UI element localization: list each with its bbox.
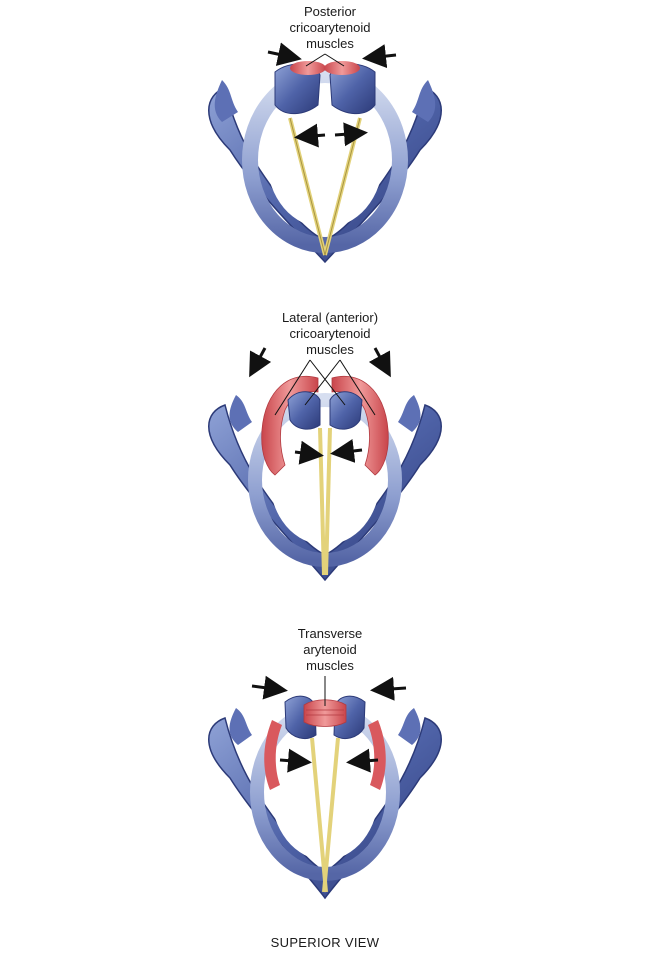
larynx-illustration-1 (208, 42, 442, 264)
label-line: muscles (306, 342, 354, 357)
arrow-icon (368, 347, 391, 378)
label-line: Lateral (anterior) (281, 310, 379, 325)
label-line: cricoarytenoid (289, 326, 371, 341)
panel-transverse-arytenoid: Transverse arytenoid muscles (0, 610, 650, 930)
muscle-strip-right (368, 720, 386, 790)
vocal-cord-right (324, 427, 332, 576)
arrow-icon (249, 347, 272, 378)
label-line: muscles (306, 658, 354, 673)
label-line: Transverse (297, 626, 363, 641)
posterior-cricoarytenoid-muscle-left (290, 61, 326, 75)
figure-caption: SUPERIOR VIEW (270, 935, 380, 950)
thyroid-horn-left (229, 708, 252, 745)
panel-lateral-cricoarytenoid: Lateral (anterior) cricoarytenoid muscle… (0, 300, 650, 610)
arrow-icon (370, 676, 407, 701)
label-line: Posterior (303, 4, 357, 19)
thyroid-horn-left (214, 80, 238, 122)
leader-line (324, 53, 345, 67)
transverse-arytenoid-muscle (303, 699, 347, 727)
posterior-cricoarytenoid-muscle-right (324, 61, 360, 75)
arrow-icon (267, 42, 302, 66)
thyroid-horn-right (398, 708, 421, 745)
label-lateral-cricoarytenoid: Lateral (anterior) cricoarytenoid muscle… (230, 310, 430, 358)
label-line: muscles (306, 36, 354, 51)
cricoid-ring (242, 67, 408, 253)
arytenoid-right (329, 391, 363, 430)
arrow-icon (334, 122, 368, 147)
leader-line (305, 53, 326, 67)
leader-line (304, 359, 341, 406)
leader-line (339, 359, 376, 416)
arrow-icon (294, 440, 324, 465)
larynx-illustration-2 (208, 347, 442, 582)
label-line: cricoarytenoid (289, 20, 371, 35)
panel-posterior-cricoarytenoid: Posterior cricoarytenoid muscles (0, 0, 650, 300)
vocal-cord-right (322, 737, 340, 893)
larynx-illustration-3 (208, 675, 442, 900)
vocal-cord-left (310, 737, 328, 893)
leader-line (274, 359, 311, 416)
label-posterior-cricoarytenoid: Posterior cricoarytenoid muscles (230, 4, 430, 52)
thyroid-horn-left (229, 395, 252, 432)
label-line: arytenoid (303, 642, 357, 657)
muscle-strip-left (264, 720, 282, 790)
label-transverse-arytenoid: Transverse arytenoid muscles (230, 626, 430, 674)
arrow-icon (362, 44, 397, 69)
arrow-icon (251, 675, 288, 700)
arrow-icon (294, 123, 326, 148)
thyroid-horn-right (412, 80, 436, 122)
arrow-icon (330, 439, 363, 463)
thyroid-horn-right (398, 395, 421, 432)
arrow-icon (346, 748, 379, 773)
arrow-icon (279, 748, 312, 773)
leader-line (309, 359, 346, 406)
arytenoid-left (287, 391, 321, 430)
